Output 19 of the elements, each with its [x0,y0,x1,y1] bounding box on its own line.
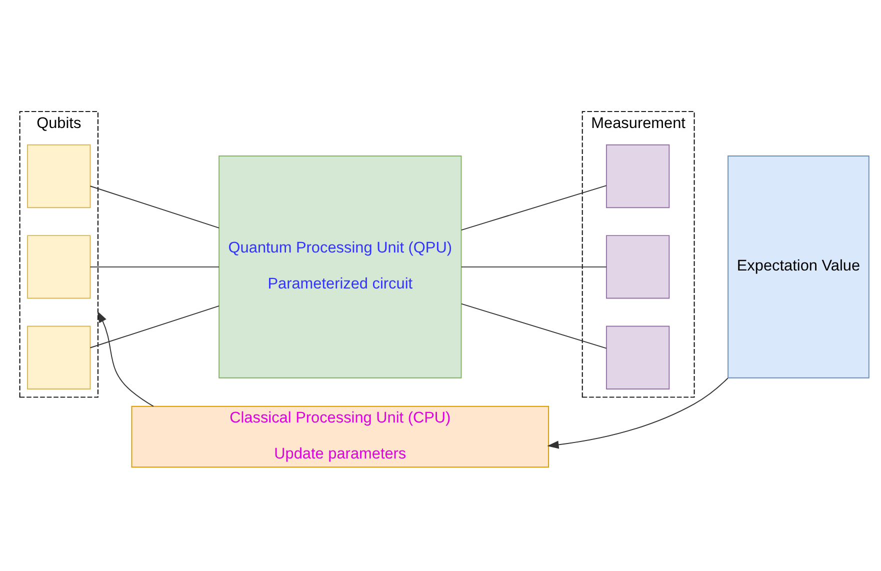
node-box [606,326,670,390]
arrow [97,310,154,407]
node-box [606,144,670,208]
connector [460,185,607,231]
cluster: Measurement [582,111,695,398]
connector [90,266,220,268]
arrow [547,378,728,449]
node-box [27,144,91,208]
connector [460,303,607,349]
connector [460,266,607,268]
cluster: Qubits [19,111,98,398]
connector [90,186,220,228]
node-box: Expectation Value [728,155,870,378]
node-box: Classical Processing Unit (CPU) Update parameters [131,406,550,468]
node-box: Quantum Processing Unit (QPU) Parameterized circuit [218,155,462,378]
node-box [27,235,91,299]
node-box [27,326,91,390]
connector [90,305,220,348]
node-box [606,235,670,299]
